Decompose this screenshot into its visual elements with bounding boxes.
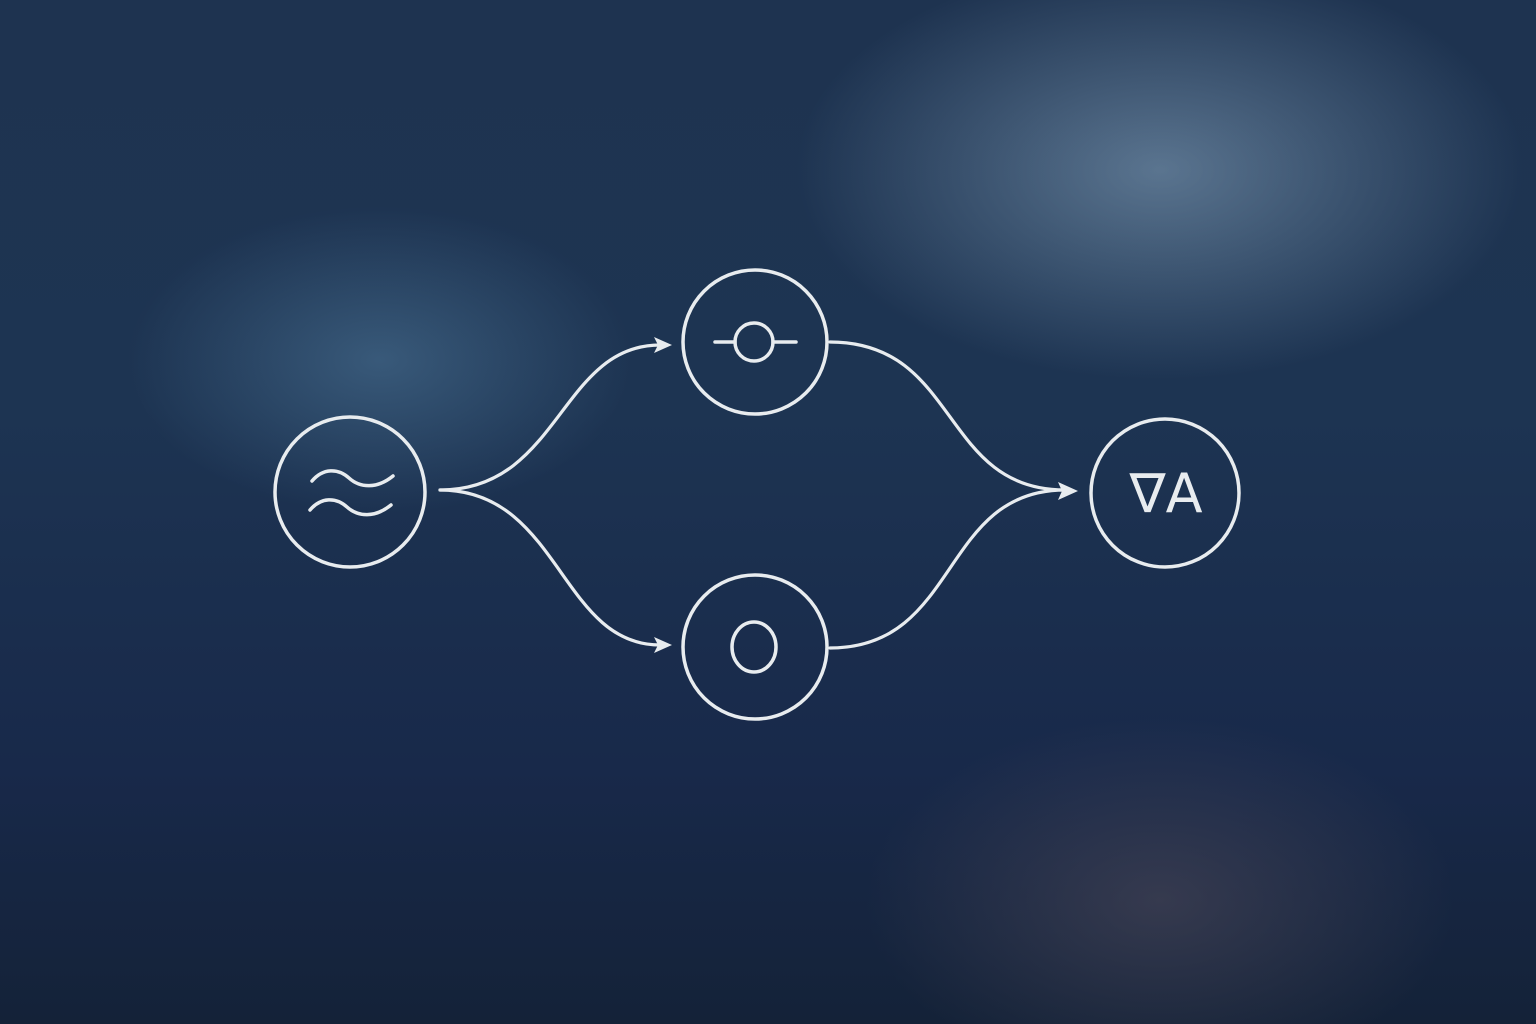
resistor-icon <box>713 321 798 363</box>
arrowhead-output <box>1058 482 1078 500</box>
edge-source-to-lower <box>438 488 662 647</box>
node-upper <box>681 268 829 416</box>
node-upper-ring <box>681 268 829 416</box>
node-lower <box>681 573 829 721</box>
node-source <box>273 415 427 569</box>
wave-icon <box>308 469 395 517</box>
node-output-ring <box>1089 417 1241 569</box>
edge-upper-to-output <box>828 340 1067 492</box>
node-lower-ring <box>681 573 829 721</box>
node-output: ∇A <box>1089 417 1241 569</box>
node-output-label: ∇A <box>1128 462 1202 525</box>
arrowhead-lower <box>654 637 672 653</box>
edge-source-to-upper <box>438 343 662 492</box>
edge-lower-to-output <box>828 488 1067 650</box>
ring-icon <box>730 620 778 674</box>
arrowhead-upper <box>654 337 672 353</box>
node-source-ring <box>273 415 427 569</box>
